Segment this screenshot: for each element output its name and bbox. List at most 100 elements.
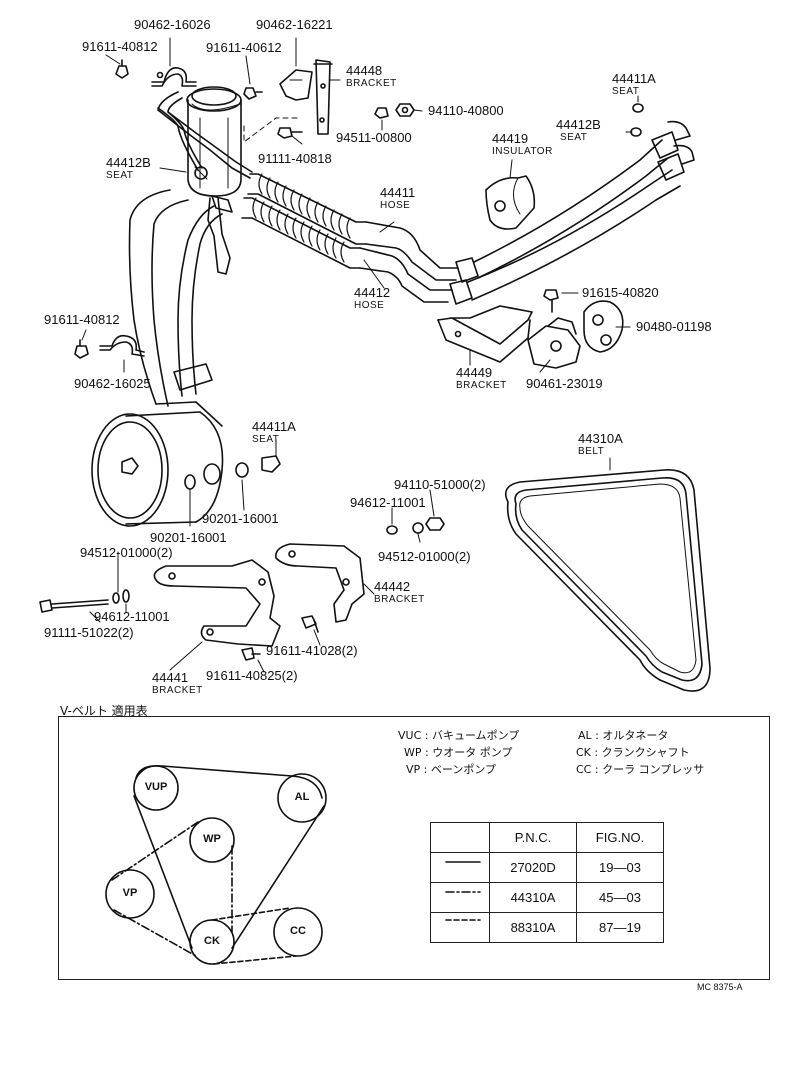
table-row: 88310A 87—19 [430, 912, 664, 943]
part-number: 44448 [346, 63, 383, 78]
label-91611-41028: 91611-41028(2) [266, 644, 358, 658]
nut-94110-40800 [395, 103, 415, 117]
part-number: 90462-16025 [74, 376, 151, 391]
part-name: BELT [578, 446, 605, 457]
part-number: 94110-40800 [428, 103, 504, 118]
abbr-desc: クーラ コンプレッサ [602, 763, 705, 776]
part-number: 91611-40812 [82, 39, 158, 54]
line-style-cell [430, 882, 490, 913]
pump-tubes [128, 189, 223, 407]
pnc-cell: 27020D [489, 852, 577, 883]
bolt-91611-40612 [243, 87, 263, 100]
label-90462-16025: 90462-16025 [74, 377, 151, 391]
part-number: 94110-51000(2) [394, 477, 486, 492]
part-number: 91615-40820 [582, 285, 659, 300]
part-name: SEAT [560, 132, 588, 143]
part-name: BRACKET [152, 685, 203, 696]
bolt-91611-40812-mid [74, 339, 89, 359]
clamp-90480-01198 [583, 300, 624, 353]
part-number: 90462-16026 [134, 17, 211, 32]
bolt-91611-41028 [301, 615, 319, 633]
table-row: 27020D 19—03 [430, 852, 664, 883]
bolt-91611-40825 [241, 647, 261, 661]
part-name: SEAT [252, 434, 280, 445]
fitting-left [194, 166, 233, 213]
clamp-90462-16026 [151, 66, 197, 87]
hose-tubes [359, 120, 695, 305]
label-91111-51022: 91111-51022(2) [44, 626, 134, 640]
figure-code: MC 8375-A [697, 982, 743, 992]
pulley-label-wp: WP [203, 833, 221, 845]
part-number: 90201-16001 [150, 530, 227, 545]
part-number: 94512-01000(2) [80, 545, 173, 560]
part-number: 44419 [492, 131, 529, 146]
part-name: BRACKET [456, 380, 507, 391]
label-90201-16001-a: 90201-16001 [202, 512, 279, 526]
fig-cell: 19—03 [576, 852, 664, 883]
leader-lines [81, 37, 639, 673]
part-number: 44412B [106, 155, 151, 170]
abbr-code: CC [576, 763, 592, 776]
part-number: 44412 [354, 285, 391, 300]
abbr-cc: CC : クーラ コンプレッサ [576, 763, 705, 776]
part-number: 91611-40812 [44, 312, 120, 327]
legend-title: V-ベルト 適用表 [60, 704, 148, 718]
pump-body [155, 401, 223, 490]
seat-44411A-mid [235, 455, 281, 478]
part-name: HOSE [354, 300, 385, 311]
clamp-90462-16025 [99, 334, 145, 357]
pulley-label-ck: CK [204, 935, 220, 947]
part-number: 44411A [612, 71, 656, 86]
label-94511-00800: 94511-00800 [336, 131, 412, 145]
abbr-code: AL [578, 729, 592, 742]
label-94512-01000-l: 94512-01000(2) [80, 546, 173, 560]
washers-left [112, 589, 130, 604]
guide-line [243, 117, 301, 143]
part-number: 90201-16001 [202, 511, 279, 526]
reservoir-tank [186, 86, 242, 197]
fig-cell: 87—19 [576, 912, 664, 943]
label-91611-40812-top: 91611-40812 [82, 40, 158, 54]
belt-44310A [504, 469, 711, 692]
pnc-table: P.N.C. FIG.NO. 27020D 19—03 44310A 45—03… [430, 822, 664, 943]
bolt-91111-40818 [277, 127, 303, 139]
part-number: 90461-23019 [526, 376, 603, 391]
part-number: 94511-00800 [336, 130, 412, 145]
label-91611-40825: 91611-40825(2) [206, 669, 298, 683]
label-91611-40612: 91611-40612 [206, 41, 282, 55]
abbr-al: AL : オルタネータ [578, 729, 669, 742]
part-number: 91611-41028(2) [266, 643, 358, 658]
part-number: 44449 [456, 365, 493, 380]
label-90201-16001-b: 90201-16001 [150, 531, 227, 545]
label-91615-40820: 91615-40820 [582, 286, 659, 300]
pump-support-strip [207, 197, 231, 275]
abbr-vp: VP : ベーンポンプ [406, 763, 496, 776]
washer-94511-00800 [374, 107, 389, 119]
bracket-44442 [274, 543, 365, 623]
part-number: 44310A [578, 431, 623, 446]
pulley-label-cc: CC [290, 925, 306, 937]
bolt-91611-40812-top [115, 59, 129, 79]
pnc-cell: 44310A [489, 882, 577, 913]
part-number: 44441 [152, 670, 189, 685]
part-name: HOSE [380, 200, 411, 211]
label-94110-40800: 94110-40800 [428, 104, 504, 118]
legend-box [58, 716, 770, 980]
abbr-desc: ウオータ ポンプ [432, 746, 513, 759]
part-name: BRACKET [374, 594, 425, 605]
pulley-label-vup: VUP [144, 781, 168, 793]
part-number: 90480-01198 [636, 319, 712, 334]
line-style-cell [430, 852, 490, 883]
label-90480-01198: 90480-01198 [636, 320, 712, 334]
bracket-44441 [153, 559, 281, 647]
